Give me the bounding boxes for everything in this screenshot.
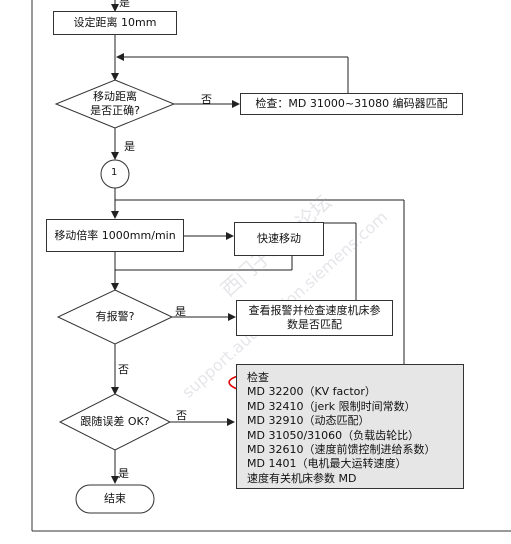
end-text: 结束 xyxy=(104,492,126,505)
fast-move-box: 快速移动 xyxy=(234,222,324,256)
decision3-yes-label: 是 xyxy=(118,467,129,480)
check-list-item: 检查 xyxy=(247,371,269,384)
check-list-item: MD 32200（KV factor） xyxy=(247,385,376,399)
check-list-item: MD 32410（jerk 限制时间常数） xyxy=(247,399,416,413)
decision3-no-label: 否 xyxy=(176,409,187,422)
check-list-item: 速度有关机床参数 MD xyxy=(247,471,357,485)
check-list-item: MD 1401（电机最大运转速度） xyxy=(247,457,407,471)
decision2-yes-label: 是 xyxy=(175,305,186,318)
decision3-text: 跟随误差 OK? xyxy=(80,415,150,428)
check-list-item: MD 32910（动态匹配） xyxy=(247,414,370,428)
check-list-box: 检查 MD 32200（KV factor） MD 32410（jerk 限制时… xyxy=(236,364,464,489)
check-list-item: MD 32610（速度前馈控制进给系数） xyxy=(247,443,436,457)
move-rate-box: 移动倍率 1000mm/min xyxy=(46,219,184,252)
check-alarm-box: 查看报警并检查速度机床参数是否匹配 xyxy=(236,300,393,336)
top-yes-label: 是 xyxy=(119,0,130,9)
decision1-yes-label: 是 xyxy=(124,140,135,153)
connector-label: 1 xyxy=(111,167,118,178)
end-terminator xyxy=(75,484,155,514)
check-list-item: MD 31050/31060（负载齿轮比） xyxy=(247,428,420,442)
decision2-text: 有报警? xyxy=(95,310,135,323)
decision1-no-label: 否 xyxy=(201,93,212,106)
check-encoder-box: 检查：MD 31000~31080 编码器匹配 xyxy=(240,93,463,115)
decision2-no-label: 否 xyxy=(118,363,129,376)
decision1-text: 移动距离是否正确? xyxy=(90,90,140,117)
set-distance-box: 设定距离 10mm xyxy=(53,11,177,35)
